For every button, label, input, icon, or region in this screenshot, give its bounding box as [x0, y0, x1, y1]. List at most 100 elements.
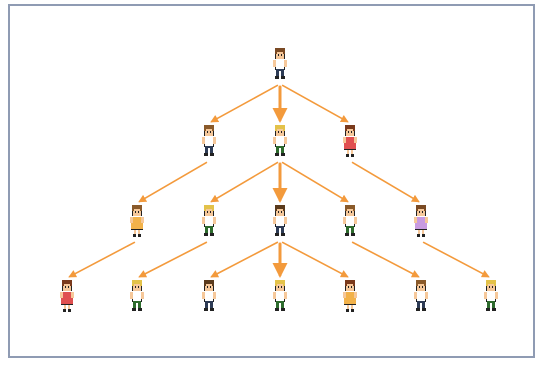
eye-left [207, 131, 208, 133]
dress-top [133, 217, 141, 221]
hair-side-left [345, 208, 347, 211]
hair-side-left [486, 283, 488, 286]
shoe-right [422, 308, 426, 311]
leg-left [134, 230, 136, 234]
person-icon-p5 [202, 205, 216, 236]
pants-gap [490, 303, 492, 308]
shoe-left [204, 153, 208, 156]
hair-side-left [275, 208, 277, 211]
arm-right [284, 292, 287, 299]
arm-left [343, 137, 346, 143]
shirt [346, 217, 354, 226]
shoe-right [281, 153, 285, 156]
hair-side-left [275, 128, 277, 131]
eye-left [278, 286, 279, 288]
hair [416, 280, 426, 284]
face [276, 208, 284, 216]
hair [345, 125, 355, 129]
shoe-left [346, 309, 349, 312]
hair-side-left [62, 283, 64, 286]
shirt [276, 292, 284, 301]
hair-side-right [353, 283, 355, 286]
hair-side-right [212, 128, 214, 131]
shirt [276, 217, 284, 226]
hair-side-right [283, 128, 285, 131]
shoe-left [417, 234, 420, 237]
shirt [205, 217, 213, 226]
shoe-left [486, 308, 490, 311]
eye-right [281, 131, 282, 133]
hair [204, 280, 214, 284]
hair [345, 280, 355, 284]
eye-left [348, 286, 349, 288]
face [417, 283, 425, 291]
hair-side-left [416, 283, 418, 286]
arrow-p0-to-p1 [210, 84, 279, 123]
arrow-p6-to-p11 [210, 241, 279, 278]
face [346, 128, 354, 136]
shoe-left [204, 233, 208, 236]
arm-right [354, 217, 357, 224]
hair-side-right [212, 208, 214, 211]
arm-left [343, 217, 346, 224]
arm-left [202, 292, 205, 299]
hair-side-right [424, 208, 426, 211]
arm-right [141, 217, 144, 223]
arrow-p2-to-p7 [281, 161, 349, 203]
arm-left [273, 60, 276, 67]
hair [275, 280, 285, 284]
eye-right [492, 286, 493, 288]
leg-right [68, 305, 70, 309]
pants-gap [208, 228, 210, 233]
eye-right [351, 286, 352, 288]
eye-left [65, 286, 66, 288]
shoe-left [346, 154, 349, 157]
hair-side-right [140, 208, 142, 211]
hair-side-right [70, 283, 72, 286]
face [346, 283, 354, 291]
leg-left [347, 305, 349, 309]
face [63, 283, 71, 291]
pants-gap [208, 303, 210, 308]
arrow-p5-to-p10 [138, 241, 208, 278]
shoe-right [281, 76, 285, 79]
arrow-p6-to-p13 [281, 241, 349, 278]
pants-gap [279, 148, 281, 153]
hair-side-left [132, 283, 134, 286]
eye-right [68, 286, 69, 288]
arm-right [284, 137, 287, 144]
arm-right [141, 292, 144, 299]
hair [345, 205, 355, 209]
eye-left [489, 286, 490, 288]
eye-left [419, 286, 420, 288]
shirt [276, 137, 284, 146]
person-icon-p8 [414, 205, 428, 237]
arm-right [284, 217, 287, 224]
shoe-right [210, 153, 214, 156]
shoe-left [275, 153, 279, 156]
face [276, 283, 284, 291]
leg-left [418, 230, 420, 234]
dress-top [346, 292, 354, 296]
person-icon-p1 [202, 125, 216, 156]
dress-skirt [415, 221, 427, 230]
arm-right [495, 292, 498, 299]
hair-side-left [204, 283, 206, 286]
eye-left [419, 211, 420, 213]
arrow-p2-to-p5 [210, 161, 279, 203]
arm-right [71, 292, 74, 298]
person-icon-p12 [273, 280, 287, 311]
eye-left [348, 211, 349, 213]
hair [416, 205, 426, 209]
arm-left [130, 217, 133, 223]
person-icon-p15 [484, 280, 498, 311]
arrow-p7-to-p14 [351, 241, 420, 278]
hair [275, 205, 285, 209]
hair [275, 125, 285, 129]
person-icon-p11 [202, 280, 216, 311]
eye-left [207, 211, 208, 213]
shoe-left [204, 308, 208, 311]
pants-gap [279, 303, 281, 308]
face [205, 208, 213, 216]
